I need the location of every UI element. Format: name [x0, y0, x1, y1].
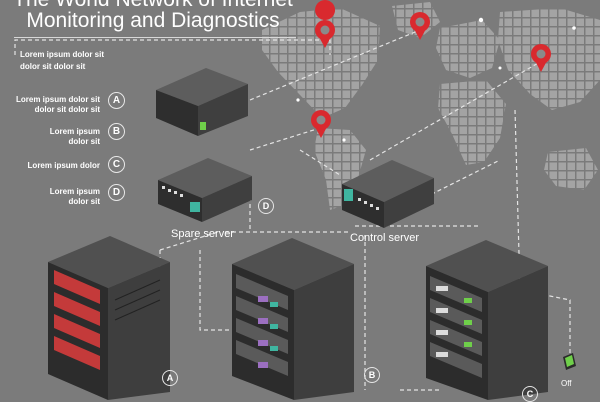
tag-a: A	[162, 370, 178, 386]
intro-line-2: dolor sit dolor sit	[20, 62, 86, 71]
tag-b: B	[364, 367, 380, 383]
legend-c-line-1: Lorem ipsum dolor	[27, 161, 100, 170]
legend-a-badge: A	[108, 92, 125, 109]
title-divider	[14, 37, 296, 38]
legend-b-line-2: dolor sit	[68, 137, 100, 146]
legend-b-text: Lorem ipsum dolor sit	[50, 127, 100, 147]
legend-d-text: Lorem ipsum dolor sit	[50, 187, 100, 207]
legend-c-badge: C	[108, 156, 125, 173]
location-pin-icon	[315, 0, 336, 49]
location-pin-icon	[311, 110, 331, 138]
toggle-switch-icon[interactable]	[563, 353, 576, 370]
sparkles	[296, 17, 576, 142]
location-pin-icon	[531, 44, 551, 72]
legend-c-text: Lorem ipsum dolor	[28, 161, 100, 171]
network-switch-icon	[342, 160, 434, 228]
server-rack-icon	[232, 238, 354, 400]
control-server-label: Control server	[350, 232, 420, 244]
tag-d: D	[258, 198, 274, 214]
server-rack-icon	[426, 240, 548, 400]
intro-text: Lorem ipsum dolor sit dolor sit dolor si…	[20, 49, 104, 73]
legend-d-badge: D	[108, 184, 125, 201]
network-switch-icon	[158, 158, 252, 222]
legend-a-line-1: Lorem ipsum dolor sit	[15, 95, 100, 104]
legend-a-line-2: dolor sit dolor sit	[34, 105, 100, 114]
legend-d-line-1: Lorem ipsum	[49, 187, 100, 196]
spare-server-label: Spare server	[171, 228, 234, 240]
legend-b-badge: B	[108, 123, 125, 140]
location-pin-icon	[410, 12, 430, 40]
page-title-line-2: Monitoring and Diagnostics	[26, 9, 280, 32]
network-switch-icon	[156, 68, 248, 136]
legend-b-line-1: Lorem ipsum	[49, 127, 100, 136]
server-rack-icon	[48, 236, 170, 400]
legend-d-line-2: dolor sit	[68, 197, 100, 206]
off-label: Off	[561, 379, 572, 388]
legend-a-text: Lorem ipsum dolor sit dolor sit dolor si…	[16, 95, 100, 115]
world-map	[262, 2, 600, 210]
page-title-line-1: The World Network of Internet	[0, 0, 306, 10]
intro-line-1: Lorem ipsum dolor sit	[20, 50, 105, 59]
